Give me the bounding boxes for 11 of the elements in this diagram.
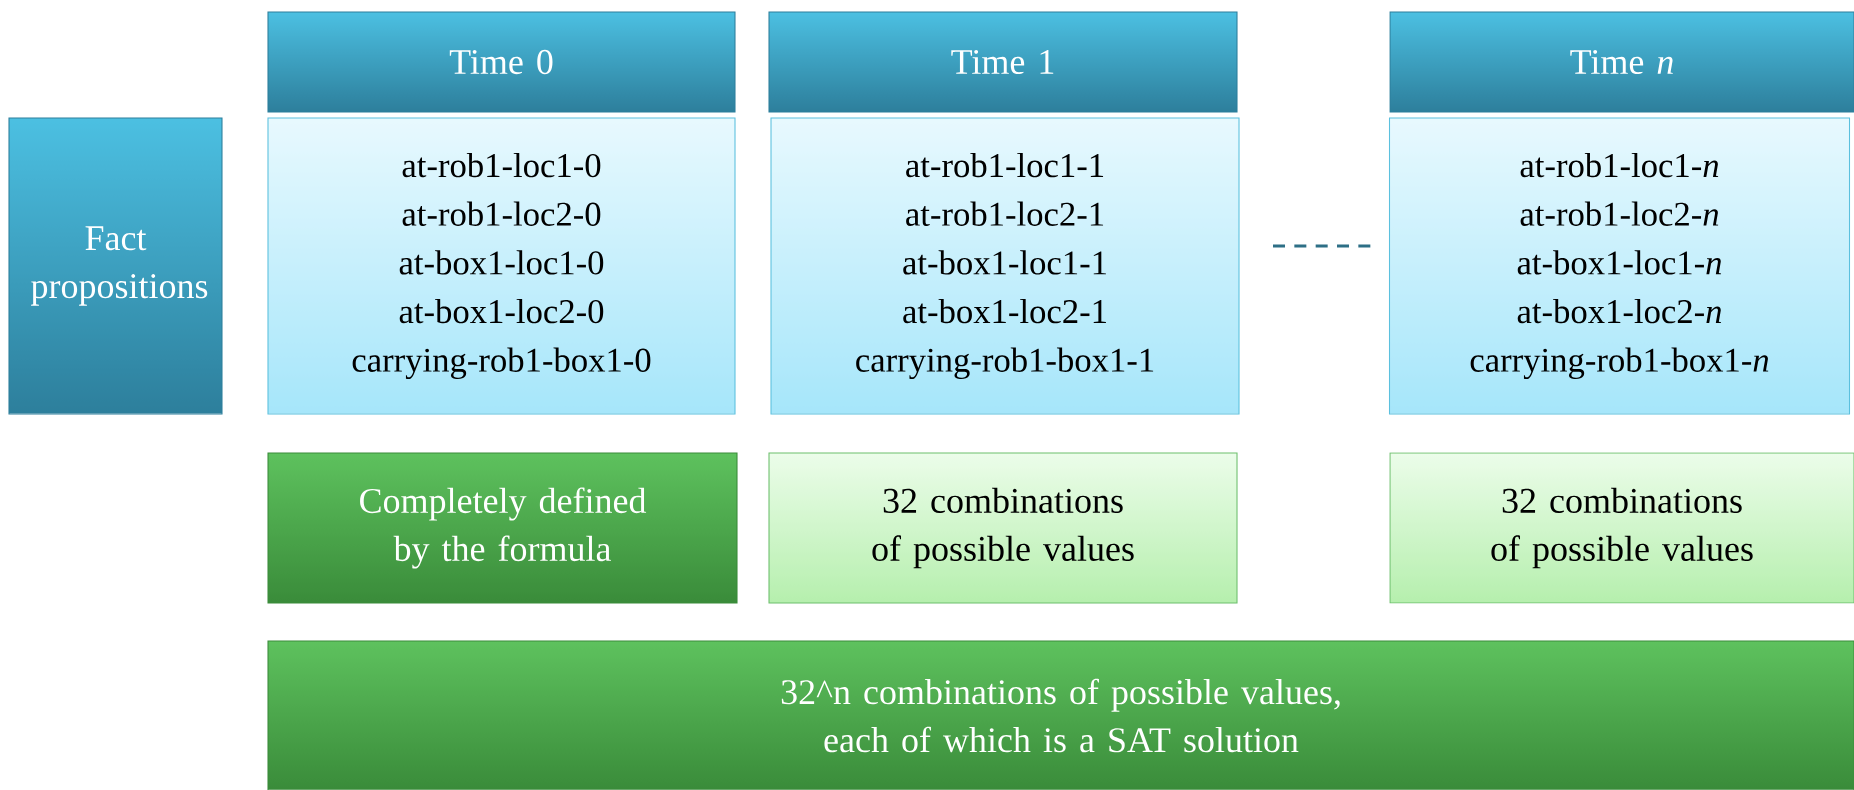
proposition-box: at-rob1-loc1-n at-rob1-loc2-n at-box1-loc1-n at-box1-loc2-n carrying-rob1-box1-n bbox=[1388, 117, 1851, 415]
proposition-box: at-rob1-loc1-1 at-rob1-loc2-1 at-box1-loc1-1 at-box1-loc2-1 carrying-rob1-box1-1 bbox=[770, 117, 1240, 415]
header-box: Time 0 bbox=[267, 11, 736, 113]
header-box: Time 1 bbox=[768, 11, 1238, 113]
result-box: 32 combinations of possible values bbox=[768, 452, 1238, 604]
proposition-box: at-rob1-loc1-0 at-rob1-loc2-0 at-box1-loc1-0 at-box1-loc2-0 carrying-rob1-box1-0 bbox=[267, 117, 736, 415]
result-box: Completely defined by the formula bbox=[267, 452, 738, 604]
result-box: 32 combinations of possible values bbox=[1389, 452, 1854, 604]
header-box: Time n bbox=[1389, 11, 1854, 113]
label-box: Fact propositions bbox=[8, 117, 223, 415]
summary-bar: 32^n combinations of possible values, each of which is a SAT solution bbox=[267, 640, 1854, 790]
